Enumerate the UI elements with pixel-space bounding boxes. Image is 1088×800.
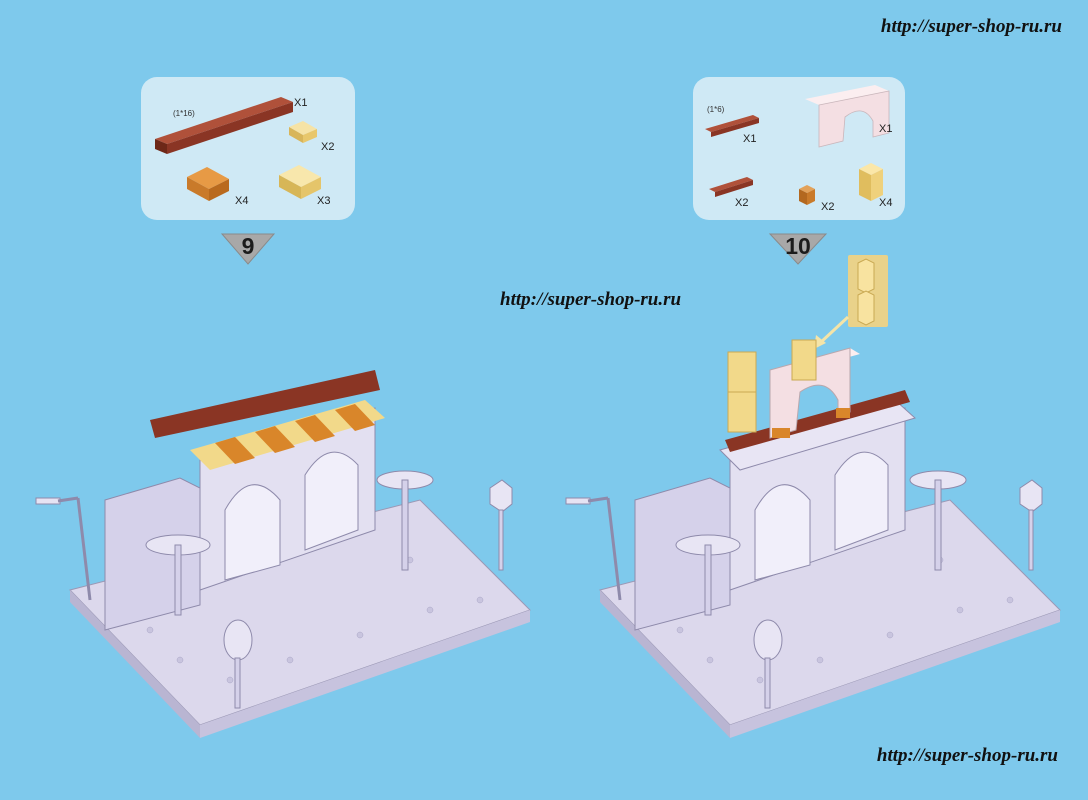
tall-brick-icon (859, 163, 883, 201)
umbrella-table-right (376, 470, 434, 571)
long-brick-size-label: (1*16) (173, 109, 195, 118)
umbrella-table-left-2 (675, 534, 741, 616)
tall-yellow-bricks (727, 339, 817, 433)
umbrella-table-left (145, 534, 211, 616)
yellow-slope-icon (279, 165, 321, 199)
step9-parts-panel: (1*16) X1 X2 X4 X3 (141, 77, 355, 220)
long-brick-qty: X1 (294, 97, 308, 109)
orange-slope-icon (187, 167, 229, 201)
plate-qty: X1 (743, 133, 757, 145)
step10-number: 10 (785, 233, 811, 259)
small-brick-icon (799, 185, 815, 205)
arch-qty: X1 (879, 123, 893, 135)
long-brick-icon (155, 97, 293, 154)
step10-parts-panel: (1*6) X1 X1 X2 X2 X4 (693, 77, 905, 220)
arch-icon (805, 85, 890, 148)
step10-arrow-icon (768, 233, 828, 265)
short-plate-icon (709, 177, 753, 197)
step10-model-illustration (565, 339, 1061, 738)
orange-slope-qty: X4 (235, 195, 249, 207)
round-sign (223, 619, 253, 709)
street-lamp (35, 496, 92, 601)
watermark-middle: http://super-shop-ru.ru (500, 289, 682, 310)
step10-callout (814, 255, 888, 349)
step9-number: 9 (241, 233, 255, 259)
step10-parts-illustration (705, 85, 890, 205)
umbrella-table-right-2 (909, 470, 967, 571)
road-sign (489, 479, 513, 571)
step9-model-illustration (35, 370, 531, 738)
yellow-slope-qty: X3 (317, 195, 331, 207)
road-sign-2 (1019, 479, 1043, 571)
small-slope-icon (289, 121, 317, 143)
small-slope-qty: X2 (321, 141, 335, 153)
striped-awning (150, 370, 385, 470)
plate-1x6-icon (705, 115, 759, 137)
tall-brick-qty: X4 (879, 197, 893, 209)
step9-parts-illustration (155, 97, 321, 201)
step9-arrow-icon (220, 233, 276, 265)
watermark-bottom: http://super-shop-ru.ru (876, 745, 1058, 766)
plate-size-label: (1*6) (707, 105, 725, 114)
round-sign-2 (753, 619, 783, 709)
short-plate-qty: X2 (735, 197, 749, 209)
small-brick-qty: X2 (821, 201, 835, 213)
watermark-top: http://super-shop-ru.ru (880, 16, 1062, 37)
street-lamp-2 (565, 496, 622, 601)
